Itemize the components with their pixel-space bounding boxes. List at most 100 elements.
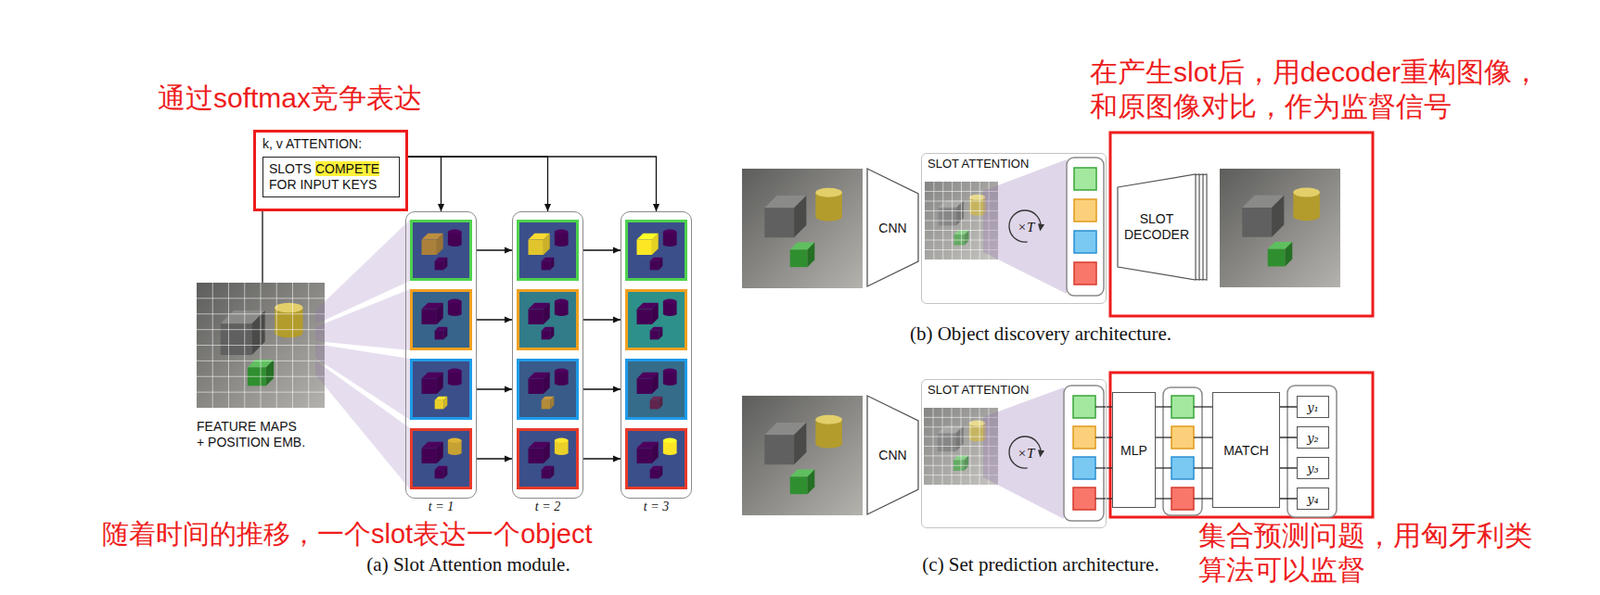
attention-map [516,219,579,282]
grid-line [979,181,981,260]
key-word: FOR INPUT KEYS [268,177,394,193]
small-cube-side [443,257,448,271]
connector [1280,468,1297,470]
small-cube-front [435,331,445,341]
scene-ground [742,168,863,289]
iteration-loop [1009,210,1041,243]
key-line: SLOTSCOMPETE [268,161,394,178]
target-box: y₂ [1296,426,1330,449]
wire [1193,498,1213,500]
slot-frame [627,360,687,420]
cylinder-top [554,438,569,444]
encoder-label: CNN [878,220,907,236]
time-label: t = 3 [621,499,692,515]
small-cube-side [550,396,554,410]
big-cube-side [956,425,964,452]
slot-square [1171,396,1194,419]
small-cube-side [1284,242,1293,268]
cylinder-top [554,230,569,235]
attention-map [625,219,688,282]
slot-square [1171,487,1194,511]
small-cube-front [541,470,551,480]
big-cube-side [793,195,807,238]
cylinder-top [448,369,462,374]
connector [1280,407,1297,409]
big-cube-side [436,303,444,325]
attention-map [516,358,579,421]
wire [1193,406,1213,408]
small-cube-side [658,327,663,341]
slot-frame [518,291,578,350]
wire [1095,436,1113,438]
small-cube-side [658,257,663,271]
wire [1155,436,1172,438]
slot-frame [411,360,472,420]
small-cube-side [806,470,815,496]
attention-map [625,358,688,421]
slot-frame [411,221,472,281]
time-label-area: t = 3 [621,499,692,515]
slot-frame [411,291,472,350]
annotation-note: 随着时间的推移，一个slot表达一个object [102,518,593,551]
big-cube-front [422,309,437,325]
arrowhead [652,204,660,212]
small-cube-front [435,400,445,410]
arrowhead [504,246,512,462]
attention-map [409,219,473,282]
slot-frame [411,430,472,489]
timestep-column: t = 1 [405,211,477,500]
small-cube-side [550,327,554,341]
connector-line [583,250,621,460]
scene-image [196,282,325,409]
annotation-note: 集合预测问题，用匈牙利类 算法可以监督 [1198,519,1588,588]
feature-label: FEATURE MAPS + POSITION EMB. [196,419,308,451]
decoder-label: SLOT DECODER [1119,211,1194,244]
iteration-arrowhead [1037,449,1045,458]
small-cube-front [541,261,551,271]
connector-line [1280,406,1297,408]
small-cube-front [435,470,445,480]
attention-map [516,428,579,490]
time-label: t = 2 [512,499,583,515]
cylinder-top [663,299,678,305]
big-cube-front [528,379,544,395]
subfigure-caption: (a) Slot Attention module. [366,553,570,576]
connector [408,156,660,212]
cylinder-top [815,188,843,198]
connector [408,156,551,212]
slot-frame [518,430,578,489]
small-cube-side [266,359,274,386]
attention-ground [409,289,473,351]
slot-square [1073,396,1096,419]
loop-label-area: ×T [1007,444,1045,463]
key-word: SLOTS [268,161,312,177]
timestep-column: t = 2 [512,211,584,500]
cylinder-top [815,415,843,425]
slot-column [1066,157,1104,296]
projection-wedge [315,360,410,490]
big-cube-side [436,233,444,256]
big-cube-side [1271,195,1284,238]
wire [1095,467,1113,469]
iteration-loop [1009,436,1041,469]
big-cube-front [422,448,437,464]
small-cube-front [541,331,551,341]
grid-line [196,376,325,378]
slot-column [1063,385,1104,522]
big-cube-front [528,240,544,256]
projection-wedge [983,159,1067,295]
attention-map [625,289,688,351]
connector-line [1280,436,1297,438]
big-cube-side [956,200,964,226]
big-cube-front [937,433,957,452]
loop-label-area: ×T [1007,217,1045,237]
target-column [1287,385,1337,518]
panel-a-illustration [196,219,688,490]
box-label: MATCH [1223,443,1269,459]
small-cube-front [1267,249,1286,268]
slot-decoder: SLOT DECODER [1117,174,1216,281]
target-label: y₃ [1306,461,1319,476]
cylinder-top [274,303,303,314]
wire [1193,436,1213,438]
